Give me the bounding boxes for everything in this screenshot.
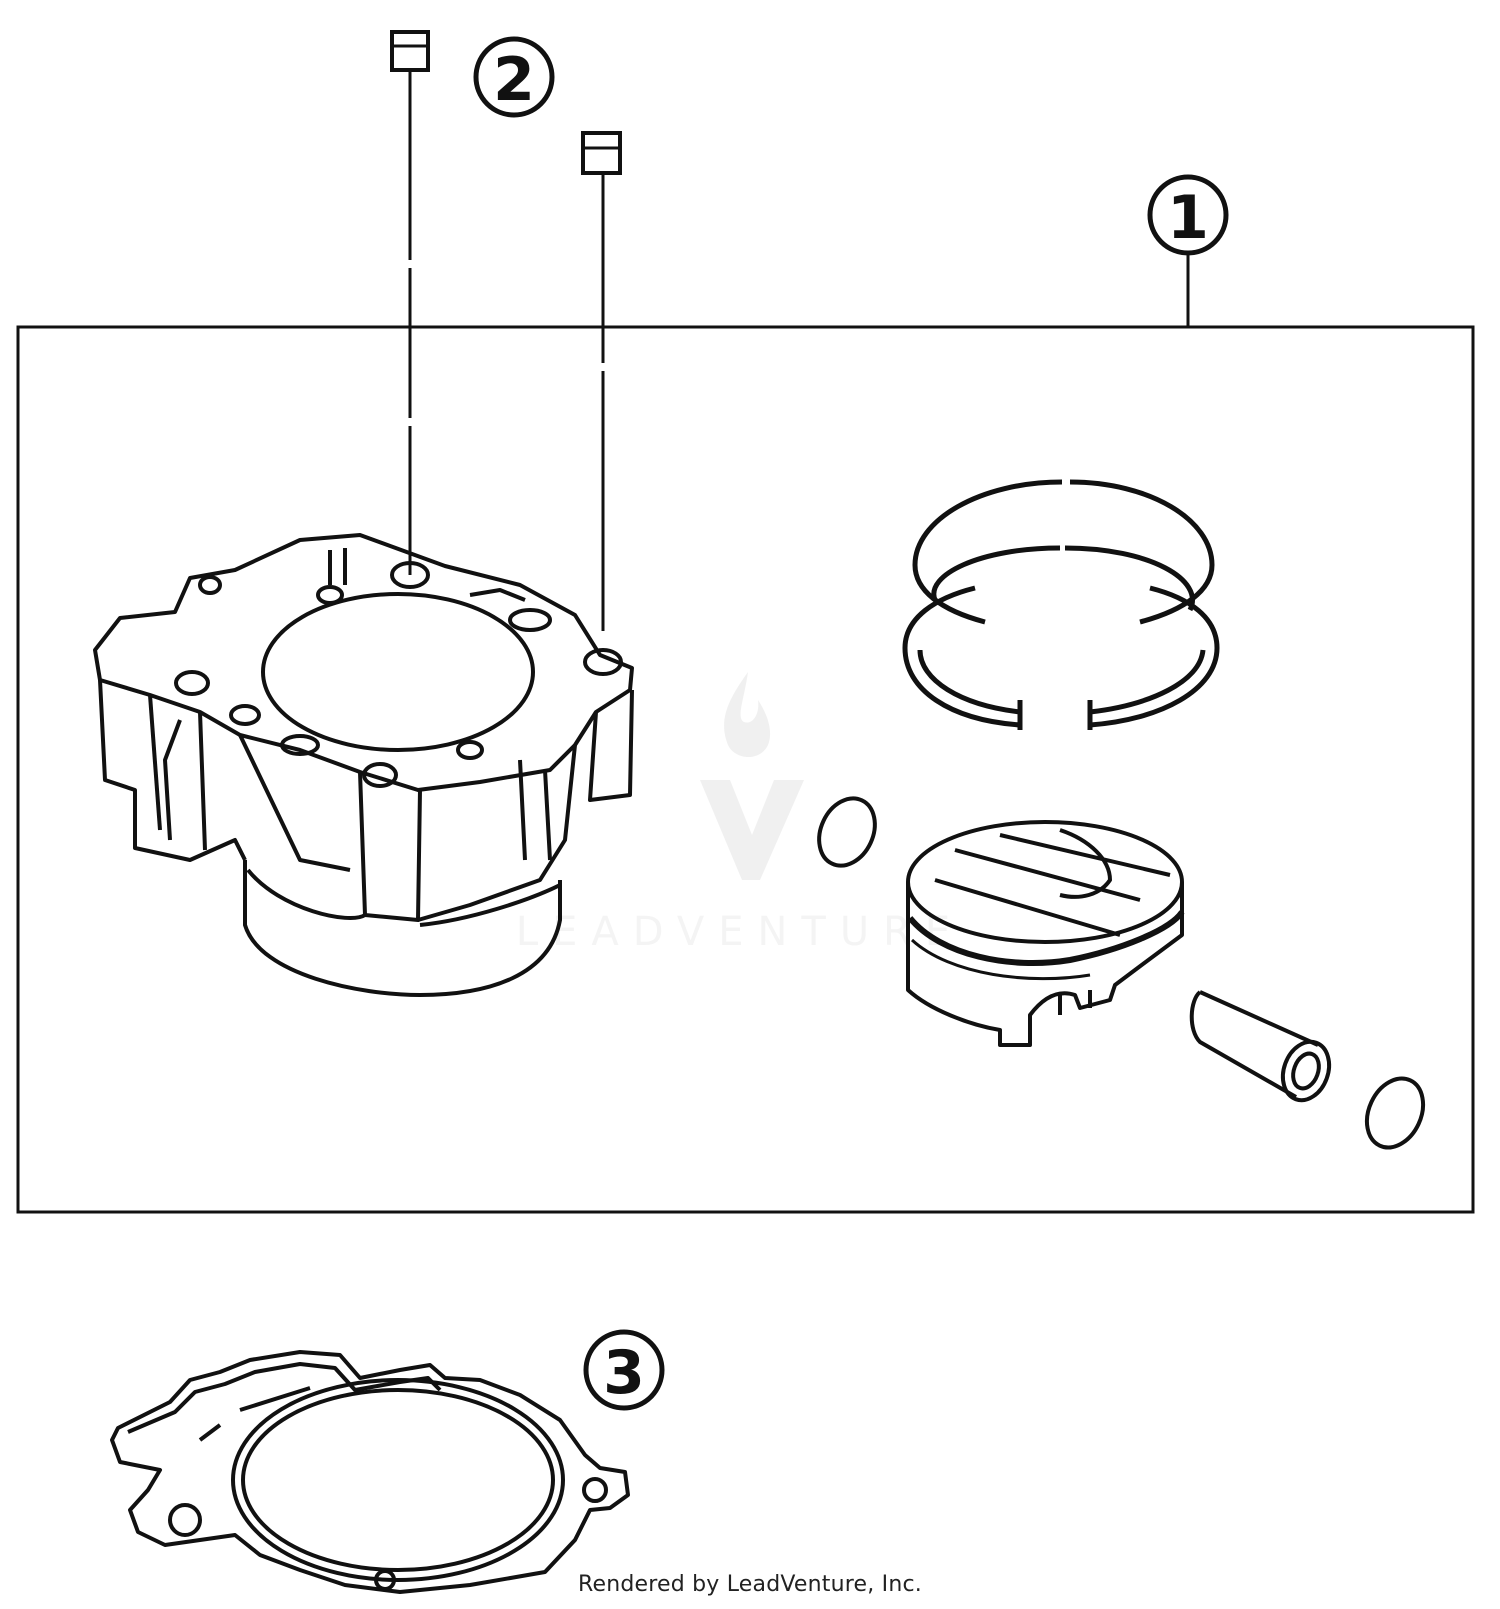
leadventure-watermark-logo: LEADVENTURE [516,672,964,955]
circlip-right[interactable] [1356,1069,1434,1156]
piston-ring-top[interactable] [912,479,1215,625]
dowel-pin-left[interactable] [390,30,430,575]
dowel-pin-right[interactable] [581,131,622,662]
piston-pin[interactable] [1189,990,1337,1107]
watermark-text: LEADVENTURE [516,909,964,955]
cylinder[interactable] [93,533,634,997]
assembly-box [16,325,1475,1214]
piston[interactable] [906,820,1185,1047]
callout-2[interactable]: 2 [473,36,555,118]
circlip-left[interactable] [809,789,886,874]
callout-3-label: 3 [603,1338,645,1408]
callout-2-label: 2 [493,45,535,115]
callout-1[interactable]: 1 [1147,174,1229,327]
footer-credit: Rendered by LeadVenture, Inc. [578,1572,922,1597]
cylinder-base-gasket[interactable] [110,1350,630,1594]
callout-1-label: 1 [1167,183,1209,253]
callout-3[interactable]: 3 [583,1329,665,1411]
piston-ring-bottom[interactable] [902,585,1220,730]
